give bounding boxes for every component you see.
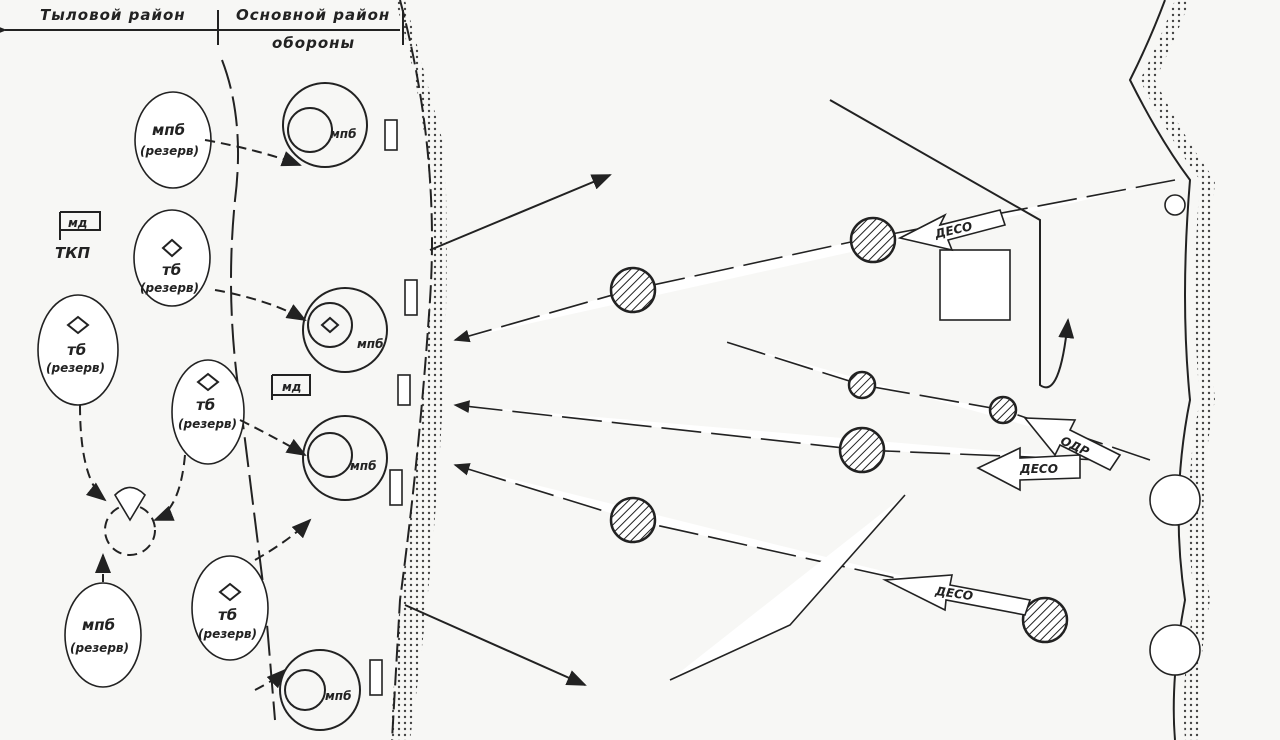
unit-note: (резерв) <box>178 417 237 431</box>
enemy-unit <box>847 370 877 400</box>
counterattack-route <box>214 289 307 321</box>
arrow-label: ДЕСО <box>1019 462 1058 476</box>
unit-label: тб <box>196 396 215 414</box>
point-marker-icon <box>113 486 147 522</box>
unit-label: тб <box>67 341 86 359</box>
reserve-unit: тб (резерв) <box>171 359 245 465</box>
tank-diamond-icon <box>66 315 90 335</box>
reserve-route <box>79 404 107 502</box>
counterattack-route <box>254 518 312 561</box>
enemy-routes <box>404 99 1176 686</box>
enemy-units <box>609 194 1201 676</box>
arrow-label: ДЕСО <box>933 584 973 603</box>
main-area-label-2: обороны <box>272 34 355 52</box>
reserve-unit: тб (резерв) <box>191 555 269 661</box>
flag-label: мд <box>282 380 302 394</box>
unit-label: тб <box>162 261 181 279</box>
unit-note: (резерв) <box>46 361 105 375</box>
forward-flag: мд <box>271 374 311 400</box>
reserve-unit: мпб (резерв) <box>134 91 212 189</box>
enemy-unit <box>1021 596 1069 644</box>
coastline <box>1128 0 1192 740</box>
tank-diamond-icon <box>161 238 183 258</box>
unit-note: (резерв) <box>140 144 199 158</box>
helicopter-zone <box>939 249 1011 321</box>
shore-dotted-strip <box>390 0 447 740</box>
tank-diamond-icon <box>196 372 220 392</box>
tank-diamond-icon <box>320 316 340 334</box>
landing-point-icon <box>1164 194 1186 216</box>
enemy-unit <box>609 496 657 544</box>
strongpoint: мпб <box>279 649 361 731</box>
flag-label: мд <box>68 216 88 230</box>
assembly-point <box>104 486 156 556</box>
strongpoint: мпб <box>282 82 368 168</box>
enemy-unit <box>838 426 886 474</box>
unit-label: мпб <box>152 121 185 139</box>
command-post-flag: мд ТКП <box>55 211 101 262</box>
counterattack-route <box>254 668 287 691</box>
enemy-unit <box>849 216 897 264</box>
strongpoint-label: мпб <box>357 337 383 351</box>
unit-note: (резерв) <box>198 627 257 641</box>
trench-line <box>221 59 276 721</box>
unit-note: (резерв) <box>70 641 129 655</box>
area-header: Тыловой район Основной район обороны <box>0 6 404 52</box>
reserve-route <box>153 454 186 521</box>
enemy-unit <box>609 266 657 314</box>
strongpoint-label: мпб <box>325 689 351 703</box>
strongpoint-label: мпб <box>330 127 356 141</box>
unit-note: (резерв) <box>140 281 199 295</box>
landing-arrow: ДЕСО <box>897 209 1007 252</box>
unit-label: мпб <box>82 616 115 634</box>
landing-point-icon <box>1149 474 1201 526</box>
strongpoint: мпб <box>302 415 388 501</box>
maneuver-arrow <box>1039 318 1075 389</box>
landing-arrow: ДЕСО <box>976 446 1081 492</box>
reserve-unit: мпб (резерв) <box>64 582 142 688</box>
strongpoint-label: мпб <box>350 459 376 473</box>
landing-arrow: ДЕСО <box>882 574 1032 616</box>
tank-diamond-icon <box>218 582 242 602</box>
reserve-unit: тб (резерв) <box>133 209 211 307</box>
enemy-unit <box>988 395 1018 425</box>
main-area-label: Основной район <box>236 6 390 24</box>
landing-point-icon <box>1149 624 1201 676</box>
unit-label: тб <box>218 606 237 624</box>
reserve-unit: тб (резерв) <box>37 294 119 406</box>
obstacle-boxes <box>369 119 418 696</box>
counterattack-route <box>204 139 302 167</box>
coast-dotted-strip <box>1140 0 1215 740</box>
rear-area-label: Тыловой район <box>40 6 186 24</box>
counterattack-route <box>239 419 307 457</box>
tkp-label: ТКП <box>55 244 90 262</box>
forward-edge-line <box>391 0 433 740</box>
strongpoint: мпб <box>302 287 388 373</box>
